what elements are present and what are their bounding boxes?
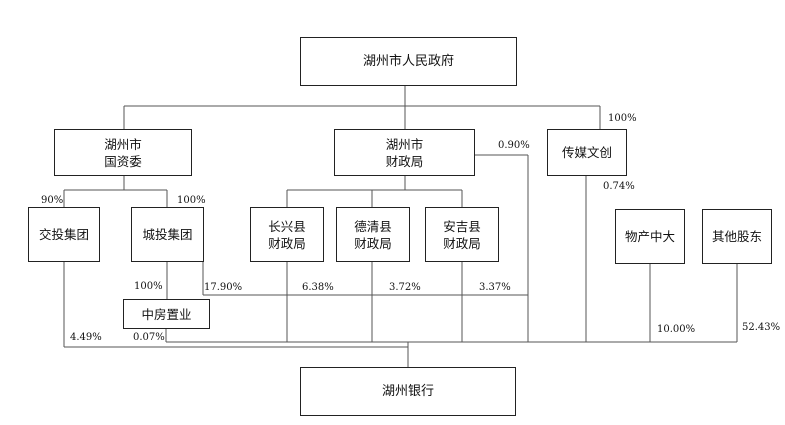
node-label: 传媒文创 (561, 145, 612, 160)
pct-others-to-bank: 52.43% (742, 322, 781, 333)
node-label: 物产中大 (624, 229, 675, 244)
pct-anji-to-bank: 3.37% (479, 282, 511, 293)
node-bank-of-huzhou: 湖州银行 (300, 367, 516, 416)
node-label: 湖州市 (385, 136, 424, 152)
node-zhongfang-property: 中房置业 (123, 299, 210, 329)
pct-jiaotou-to-bank: 4.49% (70, 332, 102, 343)
node-label: 长兴县 (268, 218, 306, 234)
pct-media-to-bank: 0.74% (603, 181, 635, 192)
node-label: 财政局 (354, 235, 392, 251)
pct-zhongfang-to-bank: 0.07% (133, 332, 165, 343)
node-label: 湖州银行 (381, 384, 434, 399)
node-label: 湖州市人民政府 (362, 54, 454, 69)
pct-finance-to-bank: 0.90% (498, 140, 530, 151)
node-label: 城投集团 (142, 227, 193, 242)
node-chengtou-group: 城投集团 (131, 207, 204, 262)
node-label: 交投集团 (38, 227, 89, 242)
node-label: 财政局 (443, 235, 481, 251)
node-label: 财政局 (268, 235, 306, 251)
pct-chengtou-to-zhongfang: 100% (134, 281, 163, 292)
node-label: 国资委 (104, 153, 142, 169)
node-anji-finance-bureau: 安吉县 财政局 (425, 207, 499, 262)
node-label: 中房置业 (141, 306, 192, 322)
pct-wuchan-to-bank: 10.00% (657, 324, 696, 335)
node-deqing-finance-bureau: 德清县 财政局 (336, 207, 410, 262)
node-wuchan-zhongda: 物产中大 (615, 209, 685, 264)
node-media-culture: 传媒文创 (547, 129, 627, 176)
node-label: 财政局 (385, 153, 424, 169)
node-huzhou-government: 湖州市人民政府 (300, 37, 517, 86)
node-huzhou-sasac: 湖州市 国资委 (54, 129, 192, 176)
node-jiaotou-group: 交投集团 (28, 207, 100, 262)
node-other-shareholders: 其他股东 (702, 209, 772, 264)
node-changxing-finance-bureau: 长兴县 财政局 (250, 207, 324, 262)
node-label: 德清县 (354, 218, 392, 234)
pct-deqing-to-bank: 3.72% (389, 282, 421, 293)
node-label: 其他股东 (711, 229, 762, 244)
node-label: 安吉县 (443, 218, 481, 234)
pct-sasac-to-chengtou: 100% (177, 195, 206, 206)
pct-changxing-to-bank: 6.38% (302, 282, 334, 293)
node-label: 湖州市 (104, 136, 142, 152)
pct-chengtou-to-bank: 17.90% (204, 282, 243, 293)
node-huzhou-finance-bureau: 湖州市 财政局 (334, 129, 475, 176)
pct-gov-to-media: 100% (608, 113, 637, 124)
pct-sasac-to-jiaotou: 90% (41, 195, 64, 206)
